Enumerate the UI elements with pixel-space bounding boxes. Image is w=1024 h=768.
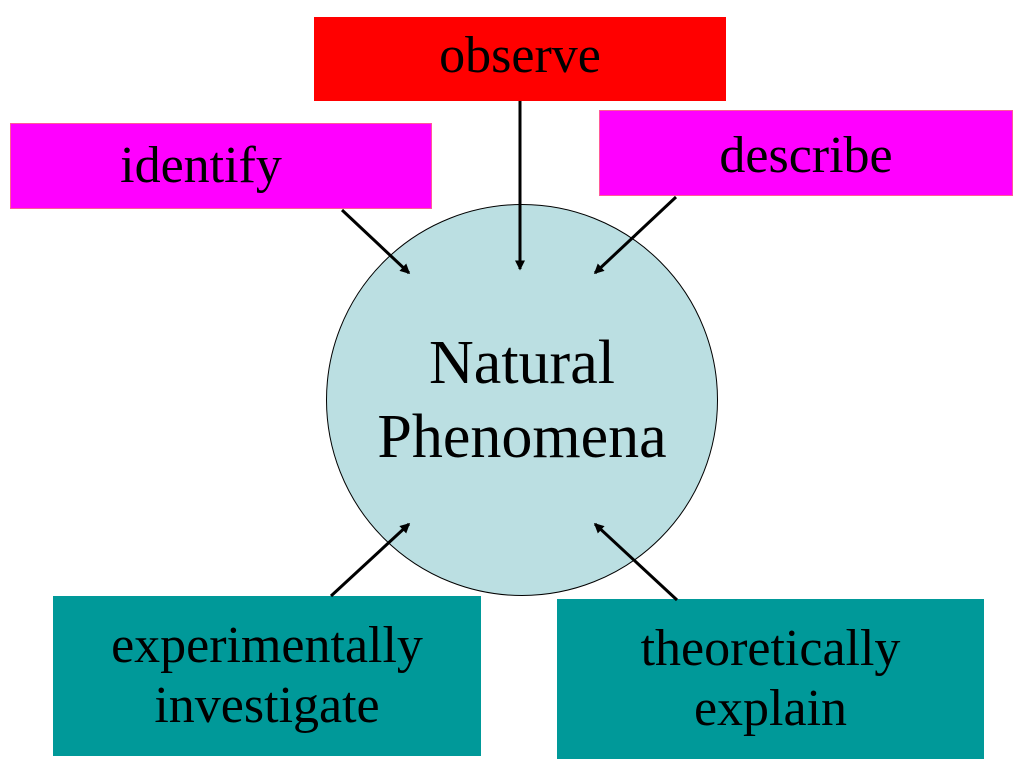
experiment-label-line2: investigate xyxy=(154,677,380,734)
center-label-line2: Phenomena xyxy=(377,403,667,471)
identify-label: identify xyxy=(120,136,282,194)
theory-label-line1: theoretically xyxy=(640,620,901,678)
observe-box: observe xyxy=(314,17,726,101)
theory-box: theoretically explain xyxy=(557,599,984,759)
center-label-line1: Natural xyxy=(429,328,615,397)
experiment-box: experimentally investigate xyxy=(53,596,481,756)
experiment-label-line1: experimentally xyxy=(111,617,423,675)
natural-phenomena-circle: Natural Phenomena xyxy=(326,204,718,596)
theory-label-line2: explain xyxy=(693,680,848,737)
identify-box: identify xyxy=(10,123,432,209)
observe-label: observe xyxy=(439,27,601,84)
describe-box: describe xyxy=(599,110,1013,196)
describe-label: describe xyxy=(719,127,893,184)
